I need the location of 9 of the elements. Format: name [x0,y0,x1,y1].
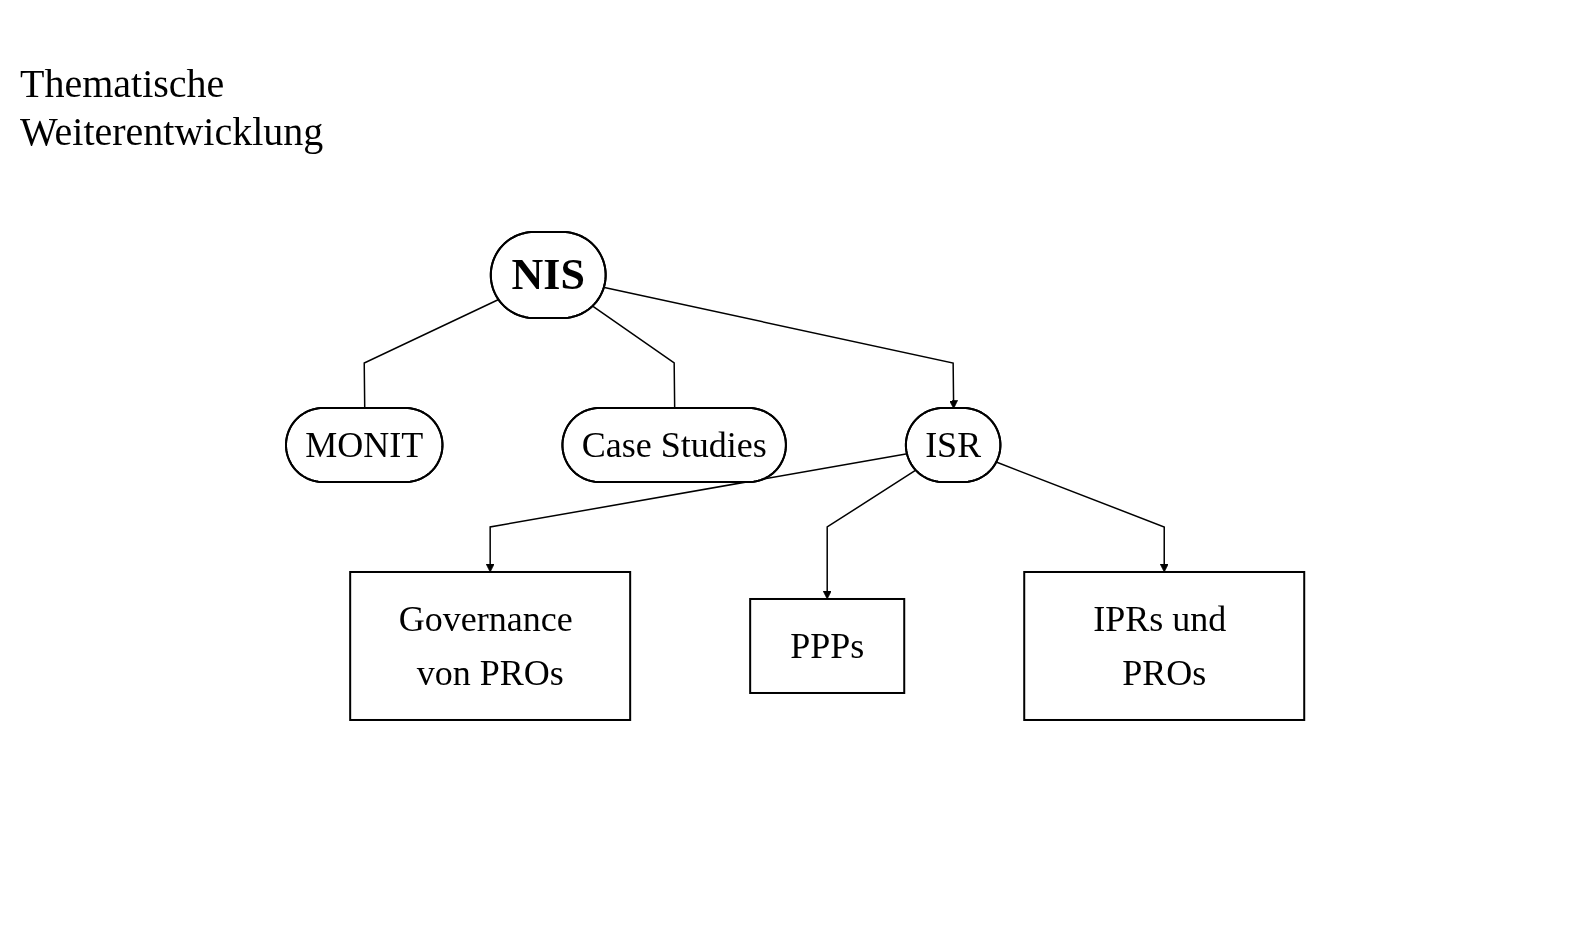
connector [363,298,500,409]
connector [592,305,676,409]
arrow [604,286,959,409]
node-box: IPRs und PROs [1023,570,1306,721]
arrow [823,468,917,599]
arrow [996,461,1169,572]
node-box: PPPs [749,597,906,694]
node-box: Governance von PROs [349,570,632,721]
note-text: Thematische Weiterentwicklung [20,60,325,156]
